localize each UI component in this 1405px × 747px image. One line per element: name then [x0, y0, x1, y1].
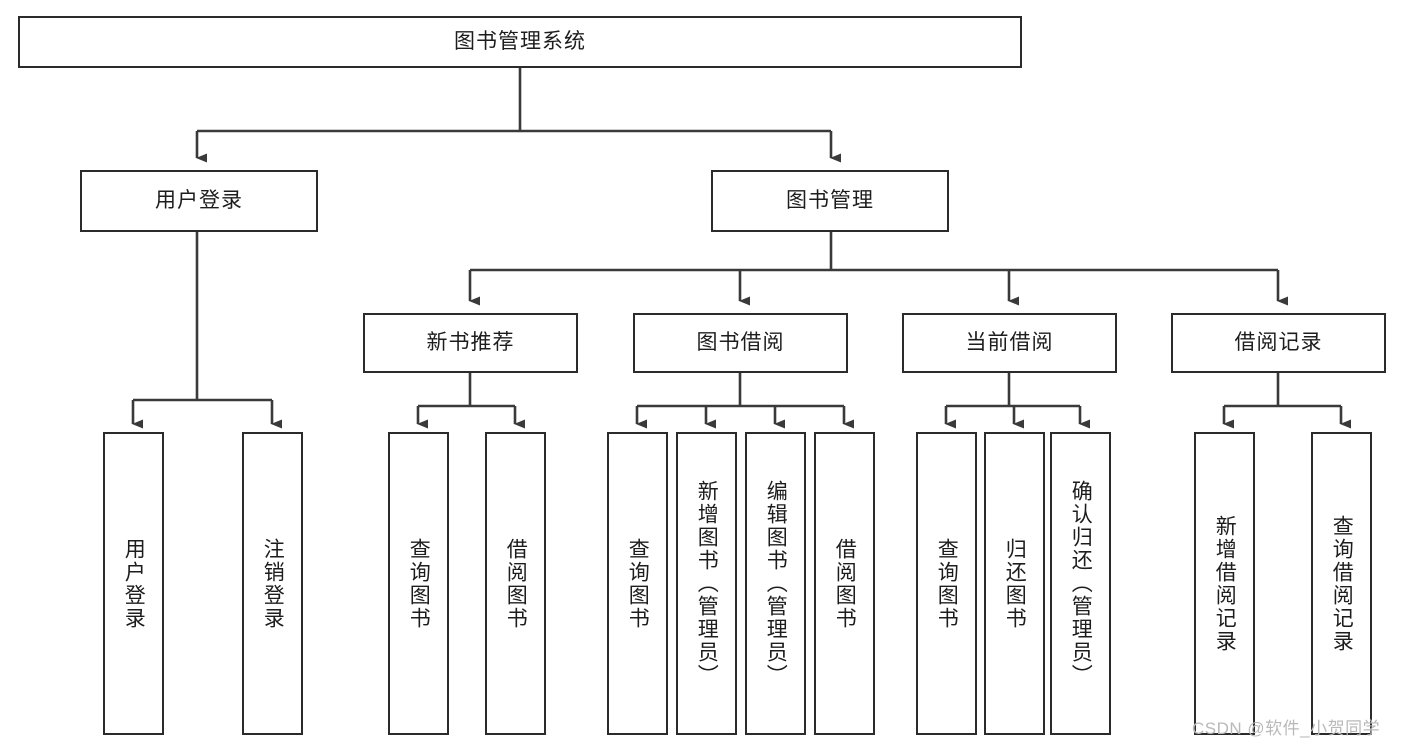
leaf-logout-label: 注销登录	[261, 537, 285, 630]
leaf-confirm-return[interactable]: 确认归还（管理员）	[1050, 432, 1111, 735]
leaf-borrow-book-1[interactable]: 借阅图书	[485, 432, 546, 735]
leaf-add-record-label: 新增借阅记录	[1213, 514, 1237, 653]
leaf-user-login-label: 用户登录	[122, 537, 146, 630]
node-book-borrow[interactable]: 图书借阅	[633, 313, 848, 373]
leaf-edit-book[interactable]: 编辑图书（管理员）	[745, 432, 806, 735]
leaf-add-record[interactable]: 新增借阅记录	[1194, 432, 1255, 735]
node-new-book-recommend[interactable]: 新书推荐	[363, 313, 578, 373]
node-current-borrow-label: 当前借阅	[965, 331, 1054, 355]
leaf-borrow-book-1-label: 借阅图书	[504, 537, 528, 630]
leaf-query-book-1-label: 查询图书	[407, 537, 431, 630]
leaf-logout[interactable]: 注销登录	[242, 432, 303, 735]
leaf-query-book-2[interactable]: 查询图书	[607, 432, 668, 735]
leaf-query-record-label: 查询借阅记录	[1330, 514, 1354, 653]
node-user-login[interactable]: 用户登录	[80, 170, 318, 232]
node-book-borrow-label: 图书借阅	[696, 331, 785, 355]
leaf-query-book-3-label: 查询图书	[935, 537, 959, 630]
node-borrow-record[interactable]: 借阅记录	[1171, 313, 1386, 373]
leaf-user-login[interactable]: 用户登录	[103, 432, 164, 735]
leaf-query-book-3[interactable]: 查询图书	[916, 432, 977, 735]
leaf-query-record[interactable]: 查询借阅记录	[1311, 432, 1372, 735]
node-new-book-recommend-label: 新书推荐	[426, 331, 515, 355]
node-root[interactable]: 图书管理系统	[18, 16, 1022, 68]
node-book-manage-label: 图书管理	[786, 189, 874, 213]
node-user-login-label: 用户登录	[155, 189, 243, 213]
leaf-borrow-book-2[interactable]: 借阅图书	[814, 432, 875, 735]
leaf-add-book-label: 新增图书（管理员）	[695, 480, 719, 687]
leaf-add-book[interactable]: 新增图书（管理员）	[676, 432, 737, 735]
leaf-return-book-label: 归还图书	[1003, 537, 1027, 630]
leaf-query-book-2-label: 查询图书	[626, 537, 650, 630]
node-root-label: 图书管理系统	[454, 30, 586, 54]
node-current-borrow[interactable]: 当前借阅	[902, 313, 1117, 373]
leaf-edit-book-label: 编辑图书（管理员）	[764, 480, 788, 687]
leaf-borrow-book-2-label: 借阅图书	[833, 537, 857, 630]
node-borrow-record-label: 借阅记录	[1234, 331, 1323, 355]
node-book-manage[interactable]: 图书管理	[711, 170, 949, 232]
leaf-confirm-return-label: 确认归还（管理员）	[1069, 480, 1093, 687]
leaf-return-book[interactable]: 归还图书	[984, 432, 1045, 735]
leaf-query-book-1[interactable]: 查询图书	[388, 432, 449, 735]
